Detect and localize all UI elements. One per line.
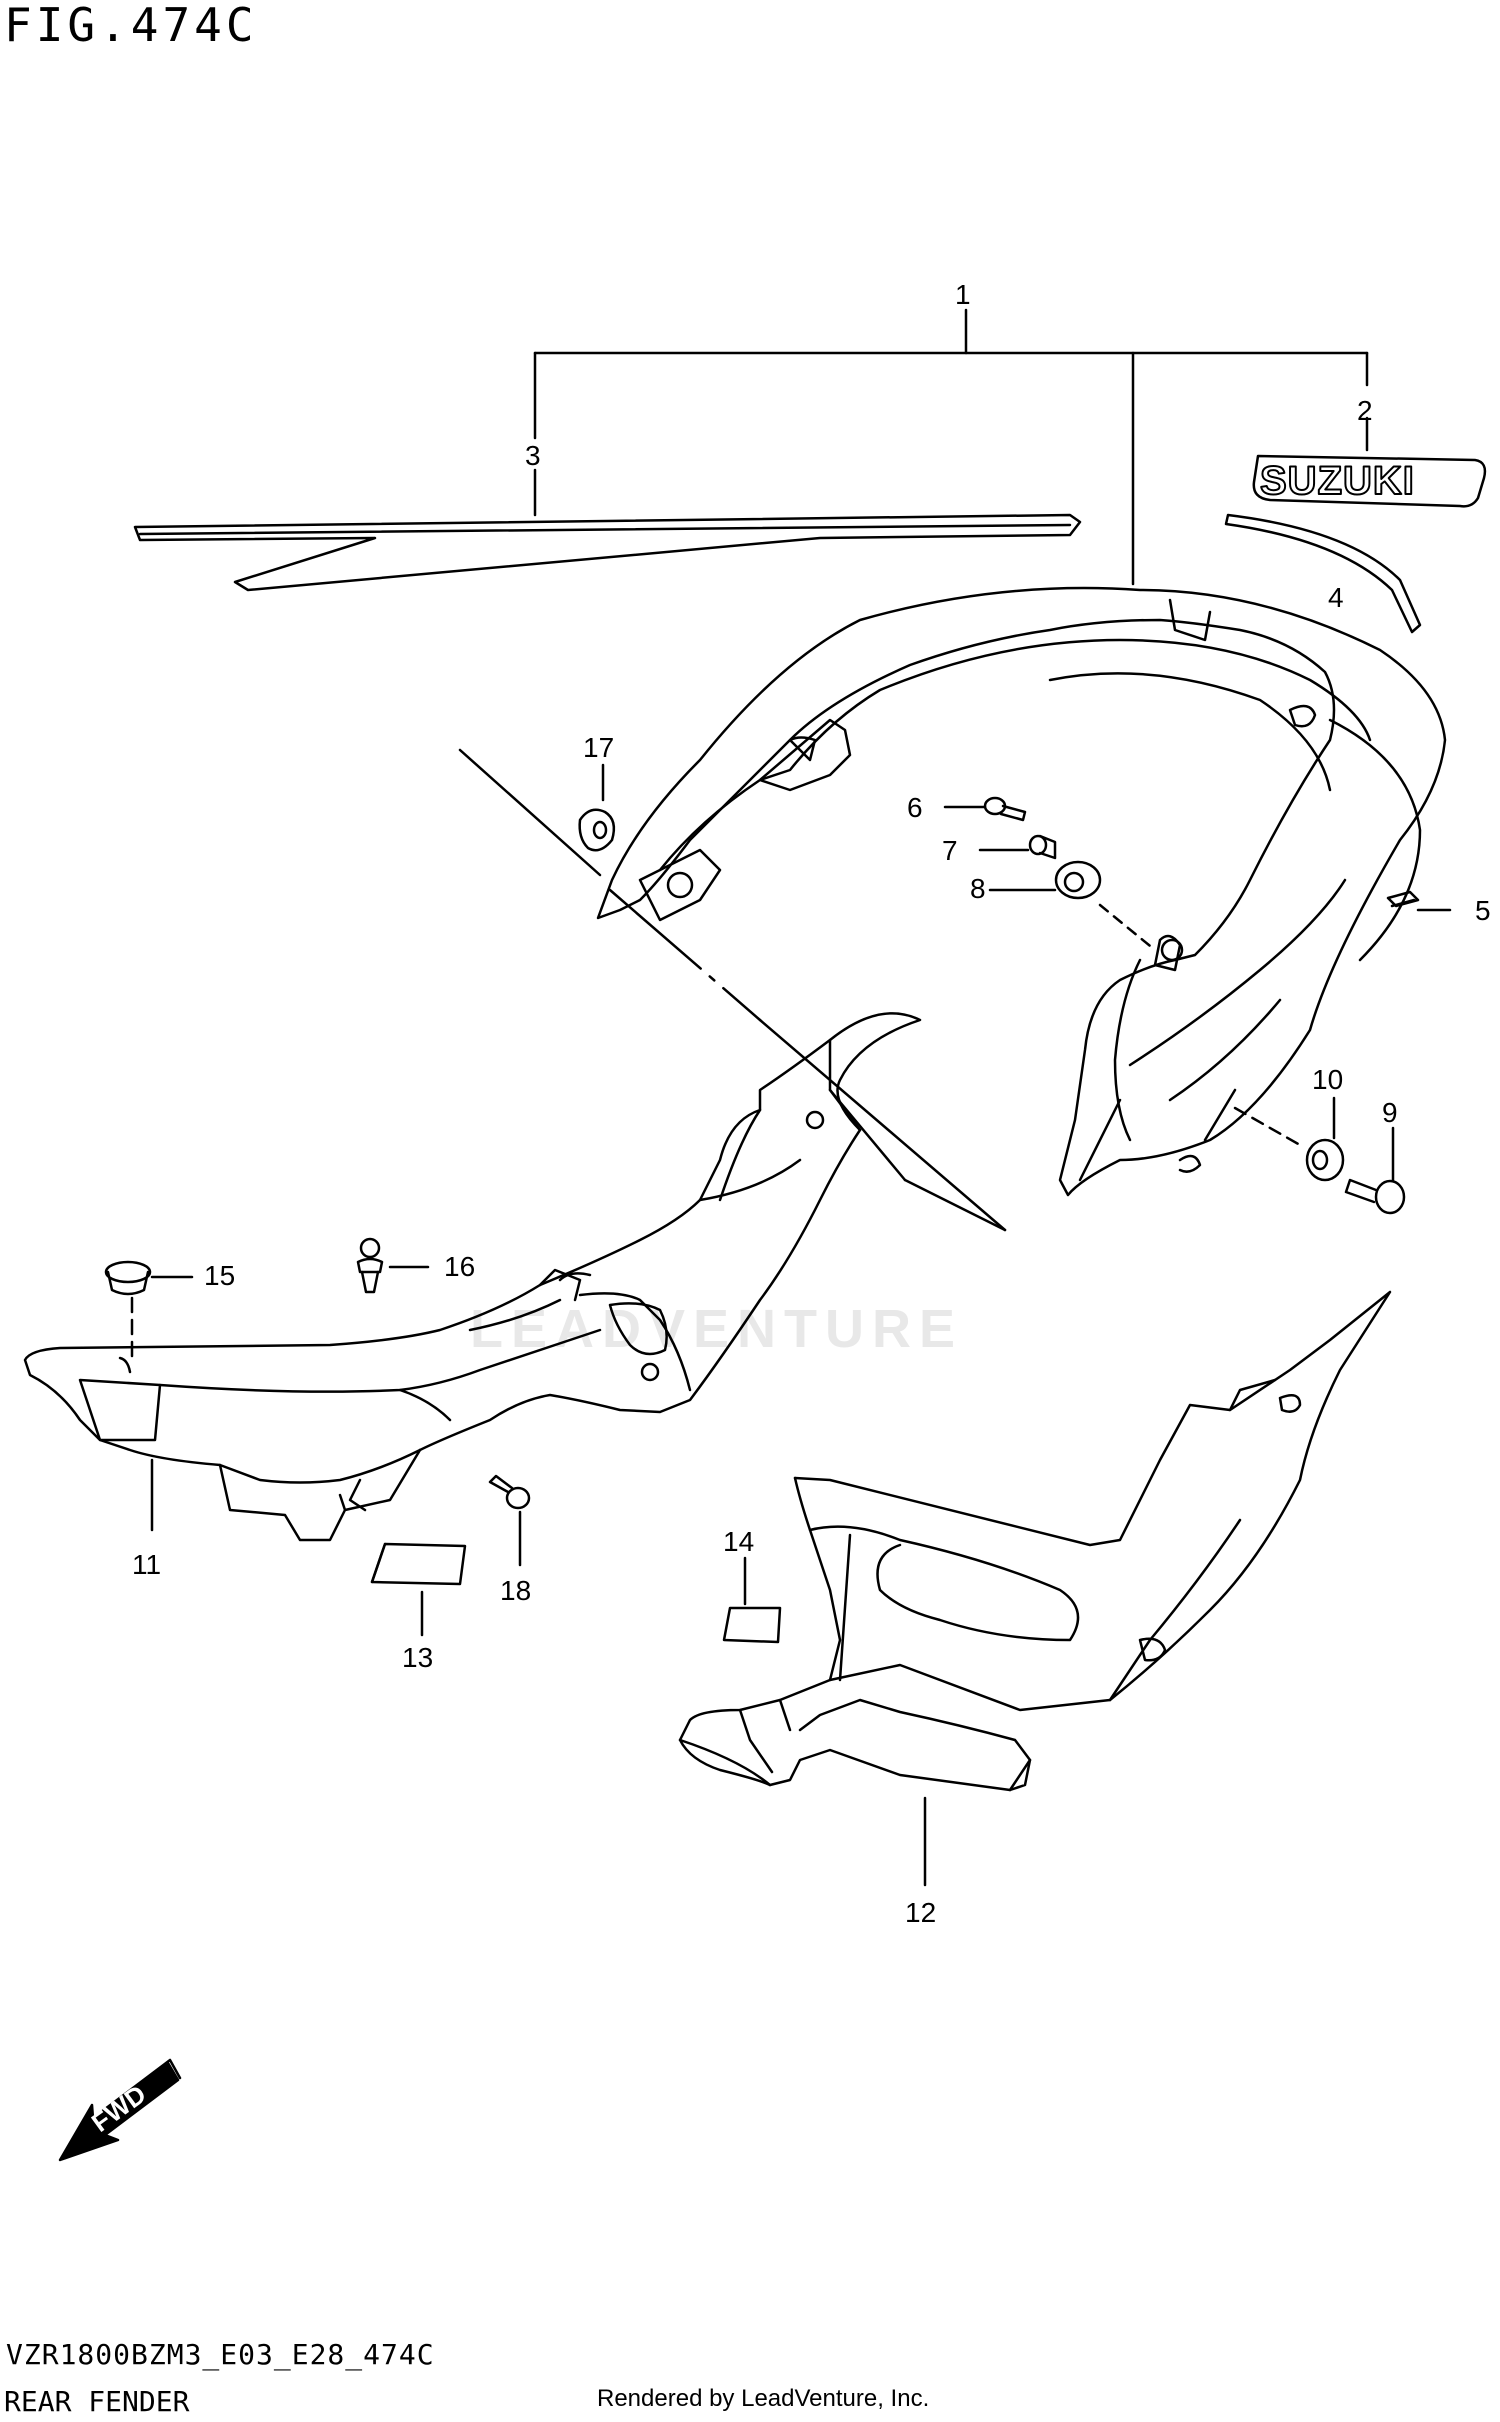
molding-strip (1224, 513, 1422, 634)
callout-12: 12 (905, 1897, 936, 1928)
callout-7: 7 (942, 835, 958, 866)
fwd-arrow: FWD (58, 2058, 182, 2162)
pad-14 (722, 1556, 782, 1644)
side-cover-12 (678, 1290, 1392, 1887)
grommet-15 (104, 1260, 194, 1362)
pad-13 (370, 1542, 467, 1637)
callout-17: 17 (583, 732, 614, 763)
watermark: LEADVENTURE (470, 1299, 964, 1359)
rear-cowl (596, 586, 1447, 1197)
clip-16 (356, 1237, 430, 1294)
callout-14: 14 (723, 1526, 754, 1557)
callout-2: 2 (1357, 395, 1373, 426)
callout-6: 6 (907, 792, 923, 823)
callout-4: 4 (1328, 582, 1344, 613)
callout-labels: 1 2 3 4 5 6 7 8 9 10 11 12 13 14 15 16 1… (132, 279, 1491, 1928)
grommet-10 (1233, 1096, 1345, 1182)
collar-7 (978, 834, 1057, 860)
callout-3: 3 (525, 440, 541, 471)
callout-13: 13 (402, 1642, 433, 1673)
section-name: REAR FENDER (4, 2385, 190, 2418)
leader-lines (458, 748, 1007, 1232)
callout-8: 8 (970, 873, 986, 904)
suzuki-emblem: SUZUKI (1252, 454, 1487, 508)
part-1-bracket (533, 308, 1369, 586)
emblem-text: SUZUKI (1260, 459, 1415, 503)
callout-9: 9 (1382, 1097, 1398, 1128)
bolt-6 (943, 796, 1027, 822)
callout-11: 11 (132, 1549, 161, 1580)
callout-5: 5 (1475, 895, 1491, 926)
bolt-9 (1344, 1126, 1406, 1215)
side-cover-11 (23, 1012, 922, 1542)
callout-10: 10 (1312, 1064, 1343, 1095)
grommet-8 (988, 860, 1157, 952)
clip-nut-5 (1386, 890, 1452, 912)
callout-15: 15 (204, 1260, 235, 1291)
model-code: VZR1800BZM3_E03_E28_474C (6, 2338, 435, 2371)
figure-title: FIG.474C (4, 0, 258, 52)
screw-18 (488, 1474, 531, 1567)
callout-18: 18 (500, 1575, 531, 1606)
callout-16: 16 (444, 1251, 475, 1282)
grommet-17 (578, 763, 616, 852)
callout-1: 1 (955, 279, 971, 310)
stripe-decal (133, 513, 1082, 592)
rendered-by-credit: Rendered by LeadVenture, Inc. (597, 2385, 930, 2412)
